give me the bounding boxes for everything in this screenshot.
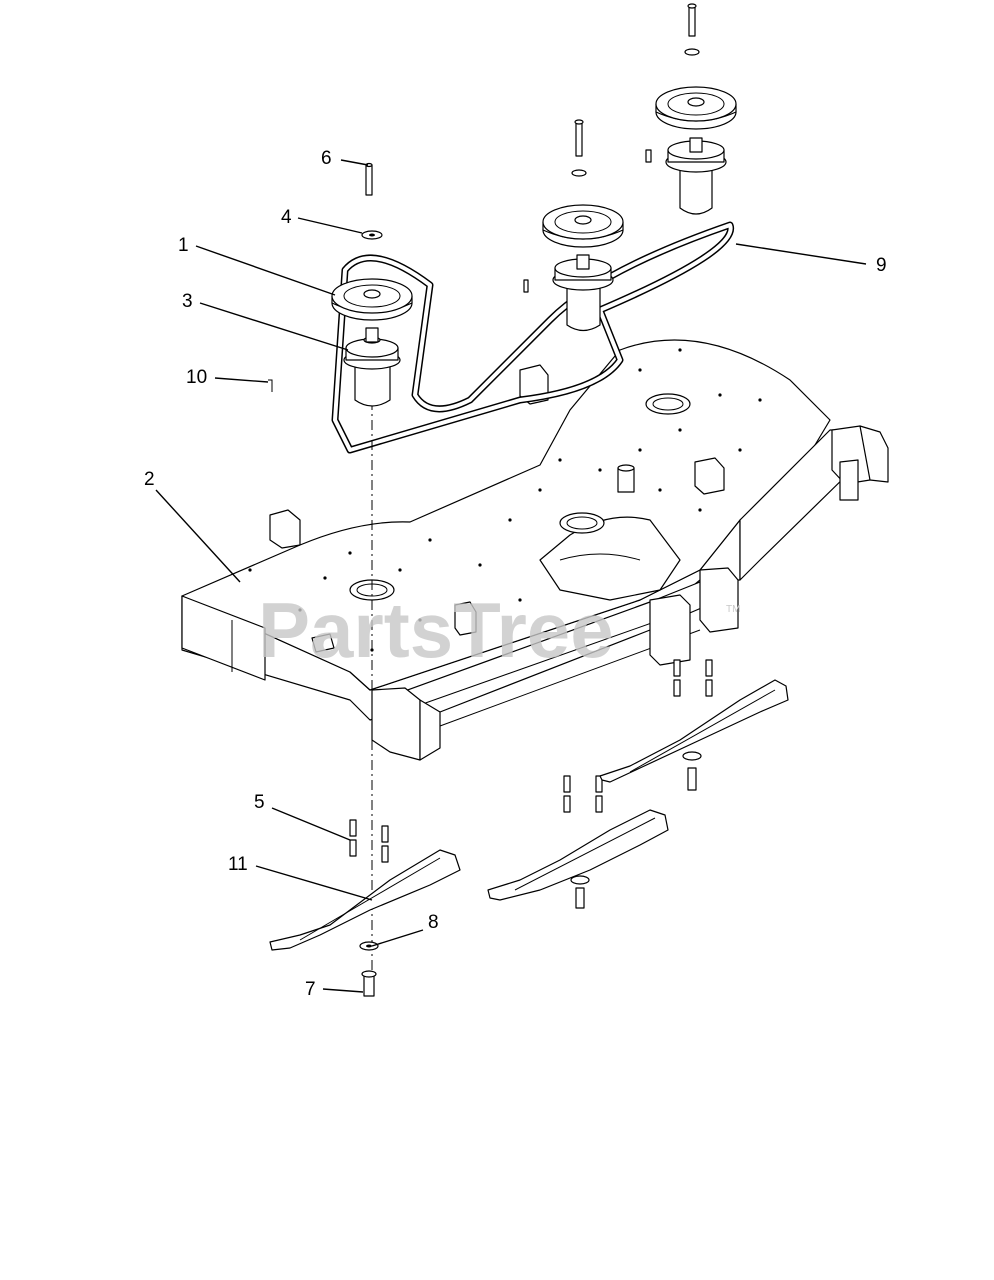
callout-10: 10 bbox=[186, 367, 207, 388]
watermark-text: PartsTree bbox=[258, 586, 614, 674]
loose-hardware bbox=[268, 162, 383, 392]
middle-spindle-assembly bbox=[523, 119, 624, 332]
partstree-watermark: PartsTree TM bbox=[258, 586, 740, 674]
deck-shell bbox=[181, 339, 889, 761]
deck-mount-bolts bbox=[349, 659, 713, 863]
callout-4: 4 bbox=[281, 207, 292, 228]
left-spindle-assembly bbox=[331, 278, 413, 1000]
mower-blades bbox=[269, 679, 789, 951]
callout-1: 1 bbox=[178, 235, 189, 256]
deck-bolt-holes bbox=[248, 348, 762, 652]
watermark-trademark: TM bbox=[726, 604, 740, 615]
callout-8: 8 bbox=[428, 912, 439, 933]
right-spindle-assembly bbox=[645, 3, 737, 215]
callout-6: 6 bbox=[321, 148, 332, 169]
drive-belt bbox=[331, 221, 735, 454]
callout-3: 3 bbox=[182, 291, 193, 312]
callout-5: 5 bbox=[254, 792, 265, 813]
callout-11: 11 bbox=[228, 854, 248, 875]
callout-2: 2 bbox=[144, 469, 155, 490]
blade-hardware bbox=[359, 751, 702, 997]
callout-leaders bbox=[155, 159, 867, 993]
callout-9: 9 bbox=[876, 255, 887, 276]
callout-7: 7 bbox=[305, 979, 316, 1000]
callout-numbers: 1 2 3 4 5 6 7 8 9 10 11 bbox=[144, 148, 887, 1000]
